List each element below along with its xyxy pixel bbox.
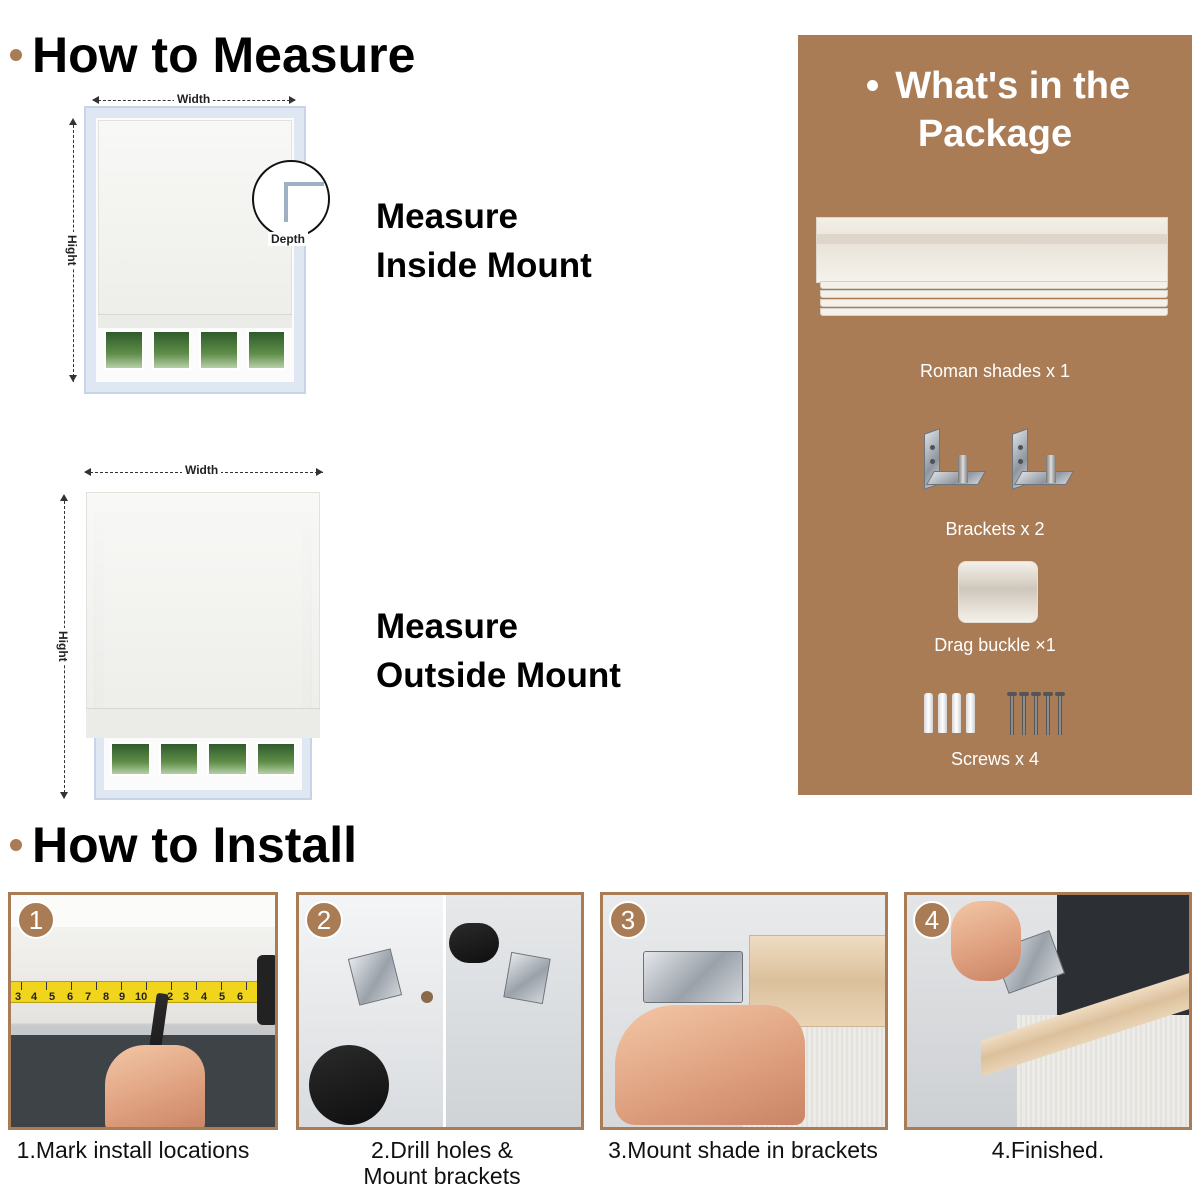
package-item-brackets: Brackets x 2 — [945, 519, 1045, 539]
outside-mount-label: Measure Outside Mount — [376, 602, 621, 700]
inside-window-panes — [100, 330, 290, 370]
inside-shade-hem — [98, 314, 292, 328]
outside-mount-illustration: Width Hight — [50, 460, 340, 810]
install-step-3-photo: 3 — [600, 892, 888, 1130]
hand-image — [105, 1045, 205, 1127]
measure-section-title: How to Measure — [10, 30, 415, 80]
depth-callout — [252, 160, 330, 238]
step-2-number-badge: 2 — [305, 901, 343, 939]
bracket-icon — [643, 951, 743, 1003]
outside-mount-label-line2: Outside Mount — [376, 656, 621, 695]
inside-mount-label: Measure Inside Mount — [376, 192, 592, 290]
package-panel: •What's in the Package Roman shades x 1 … — [798, 35, 1192, 795]
arrow-right-icon — [316, 468, 323, 476]
drill-icon — [449, 923, 499, 963]
depth-label: Depth — [268, 232, 308, 246]
arrow-up-icon — [69, 118, 77, 125]
roman-shade-image — [816, 217, 1168, 321]
outside-width-label: Width — [182, 463, 222, 477]
outside-window-panes — [106, 742, 300, 776]
arrow-right-icon — [289, 96, 296, 104]
step-3-number-badge: 3 — [609, 901, 647, 939]
install-step-4-photo: 4 — [904, 892, 1192, 1130]
install-section-title: How to Install — [10, 820, 357, 870]
arrow-left-icon — [92, 96, 99, 104]
title-bullet-icon — [10, 49, 22, 61]
outside-shade — [86, 492, 320, 720]
inside-mount-illustration: Width Hight Depth — [60, 90, 340, 400]
hand-image — [951, 901, 1021, 981]
headrail-image — [749, 935, 885, 1027]
arrow-up-icon — [60, 494, 68, 501]
inside-mount-label-line1: Measure — [376, 197, 519, 236]
bracket-icon — [920, 428, 987, 497]
install-title-text: How to Install — [32, 817, 357, 873]
drill-icon — [309, 1045, 389, 1125]
inside-window-frame — [84, 106, 306, 394]
inside-height-label: Hight — [65, 232, 79, 269]
screws-icon — [922, 691, 1072, 739]
arrow-down-icon — [69, 375, 77, 382]
package-item-screws: Screws x 4 — [950, 749, 1040, 769]
package-title-bullet: • — [865, 65, 880, 107]
package-item-drag-buckle: Drag buckle ×1 — [934, 635, 1056, 655]
install-step-1-photo: 3 4 5 6 7 8 9 10 2 3 4 5 6 1 — [8, 892, 278, 1130]
inside-width-label: Width — [174, 92, 214, 106]
inside-mount-label-line2: Inside Mount — [376, 246, 592, 285]
drag-buckle-icon — [958, 561, 1038, 623]
hand-image — [615, 1005, 805, 1125]
package-title-line1: What's in the — [895, 65, 1131, 107]
arrow-left-icon — [84, 468, 91, 476]
install-step-2-caption: 2.Drill holes & Mount brackets — [363, 1137, 521, 1189]
package-title: • What's in the Package — [798, 63, 1192, 158]
measure-title-text: How to Measure — [32, 27, 416, 83]
install-step-2-photo: 2 — [296, 892, 584, 1130]
install-step-1-caption: 1.Mark install locations — [16, 1137, 250, 1163]
install-step-4-caption: 4.Finished. — [991, 1137, 1105, 1163]
measuring-tape: 3 4 5 6 7 8 9 10 2 3 4 5 6 — [11, 981, 261, 1003]
package-item-roman-shades: Roman shades x 1 — [919, 361, 1071, 381]
outside-mount-label-line1: Measure — [376, 607, 519, 646]
title-bullet-icon — [10, 839, 22, 851]
package-title-line2: Package — [917, 112, 1073, 155]
step-4-number-badge: 4 — [913, 901, 951, 939]
bracket-icon — [1008, 428, 1075, 497]
step-1-number-badge: 1 — [17, 901, 55, 939]
arrow-down-icon — [60, 792, 68, 799]
outside-shade-hem — [86, 708, 320, 738]
bracket-icon — [503, 951, 551, 1005]
outside-height-label: Hight — [56, 628, 70, 665]
install-step-3-caption: 3.Mount shade in brackets — [608, 1137, 878, 1163]
